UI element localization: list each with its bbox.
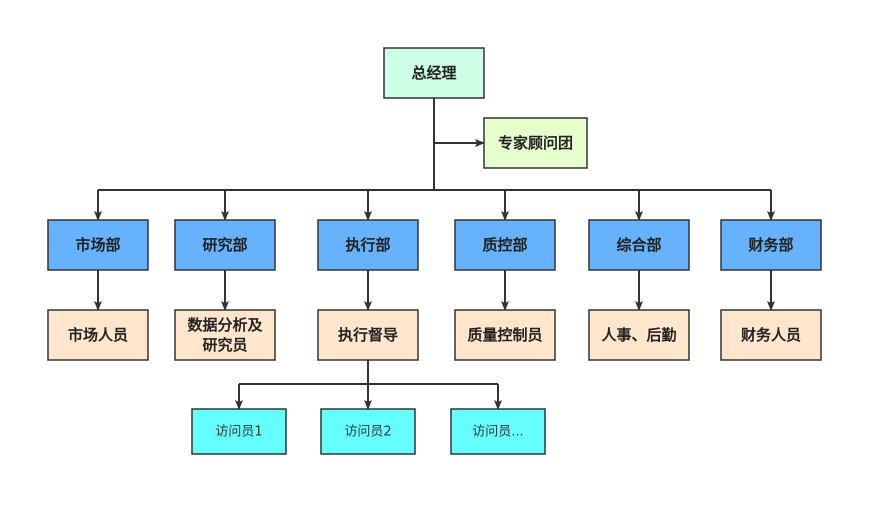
node-label-line: 数据分析及 (187, 316, 263, 334)
node-label: 市场人员 (68, 326, 128, 344)
node-label-line: 研究部 (202, 236, 247, 254)
node-label: 质量控制员 (467, 326, 542, 344)
node-dept-exec: 执行部 (317, 219, 419, 271)
node-label: 专家顾问团 (498, 134, 573, 152)
node-label: 市场部 (75, 236, 120, 254)
node-label: 访问员1 (215, 424, 262, 439)
node-box (191, 408, 287, 455)
node-label-line: 综合部 (616, 236, 661, 254)
node-staff-market: 市场人员 (47, 309, 149, 361)
node-dept-qc: 质控部 (454, 219, 556, 271)
node-label: 访问员2 (344, 424, 391, 439)
node-label-line: 访问员1 (215, 424, 262, 439)
node-label-line: 人事、后勤 (601, 326, 676, 344)
node-label-line: 市场部 (75, 236, 120, 254)
node-box (454, 219, 556, 271)
node-box (47, 309, 149, 361)
node-ceo: 总经理 (383, 47, 485, 99)
node-label-line: 质控部 (482, 236, 527, 254)
node-label-line: 财务人员 (741, 326, 801, 344)
node-box (588, 309, 690, 361)
node-staff-finance: 财务人员 (720, 309, 822, 361)
node-box (317, 309, 419, 361)
node-label: 人事、后勤 (601, 326, 676, 344)
node-label: 质控部 (482, 236, 527, 254)
node-box (483, 117, 588, 169)
node-label-line: 访问员2 (344, 424, 391, 439)
node-box (383, 47, 485, 99)
node-dept-finance: 财务部 (720, 219, 822, 271)
node-label: 执行部 (345, 236, 390, 254)
node-box (720, 309, 822, 361)
node-label-line: 市场人员 (68, 326, 128, 344)
node-experts: 专家顾问团 (483, 117, 588, 169)
node-label-line: 研究员 (202, 336, 247, 354)
node-staff-research: 数据分析及研究员 (174, 309, 276, 361)
node-label: 访问员... (472, 424, 523, 439)
node-box (174, 219, 276, 271)
node-label: 研究部 (202, 236, 247, 254)
node-label-line: 执行部 (345, 236, 390, 254)
node-label-line: 专家顾问团 (498, 134, 573, 152)
node-label-line: 执行督导 (338, 326, 398, 344)
node-label-line: 财务部 (748, 236, 793, 254)
node-label: 财务部 (748, 236, 793, 254)
node-label: 执行督导 (338, 326, 398, 344)
node-label: 总经理 (411, 64, 456, 82)
node-label-line: 总经理 (411, 64, 456, 82)
node-box (720, 219, 822, 271)
node-label: 财务人员 (741, 326, 801, 344)
node-staff-exec: 执行督导 (317, 309, 419, 361)
node-interviewer-2: 访问员2 (320, 408, 416, 455)
node-staff-general: 人事、后勤 (588, 309, 690, 361)
node-label-line: 质量控制员 (467, 326, 542, 344)
node-box (47, 219, 149, 271)
connectors (94, 98, 775, 410)
node-box (320, 408, 416, 455)
node-box (588, 219, 690, 271)
node-box (317, 219, 419, 271)
node-box (454, 309, 556, 361)
node-dept-research: 研究部 (174, 219, 276, 271)
node-dept-general: 综合部 (588, 219, 690, 271)
node-staff-qc: 质量控制员 (454, 309, 556, 361)
node-label-line: 访问员... (472, 424, 523, 439)
node-interviewer-3: 访问员... (450, 408, 546, 455)
node-box (450, 408, 546, 455)
node-label: 数据分析及研究员 (187, 316, 263, 354)
node-dept-market: 市场部 (47, 219, 149, 271)
node-interviewer-1: 访问员1 (191, 408, 287, 455)
node-label: 综合部 (616, 236, 661, 254)
node-box (174, 309, 276, 361)
